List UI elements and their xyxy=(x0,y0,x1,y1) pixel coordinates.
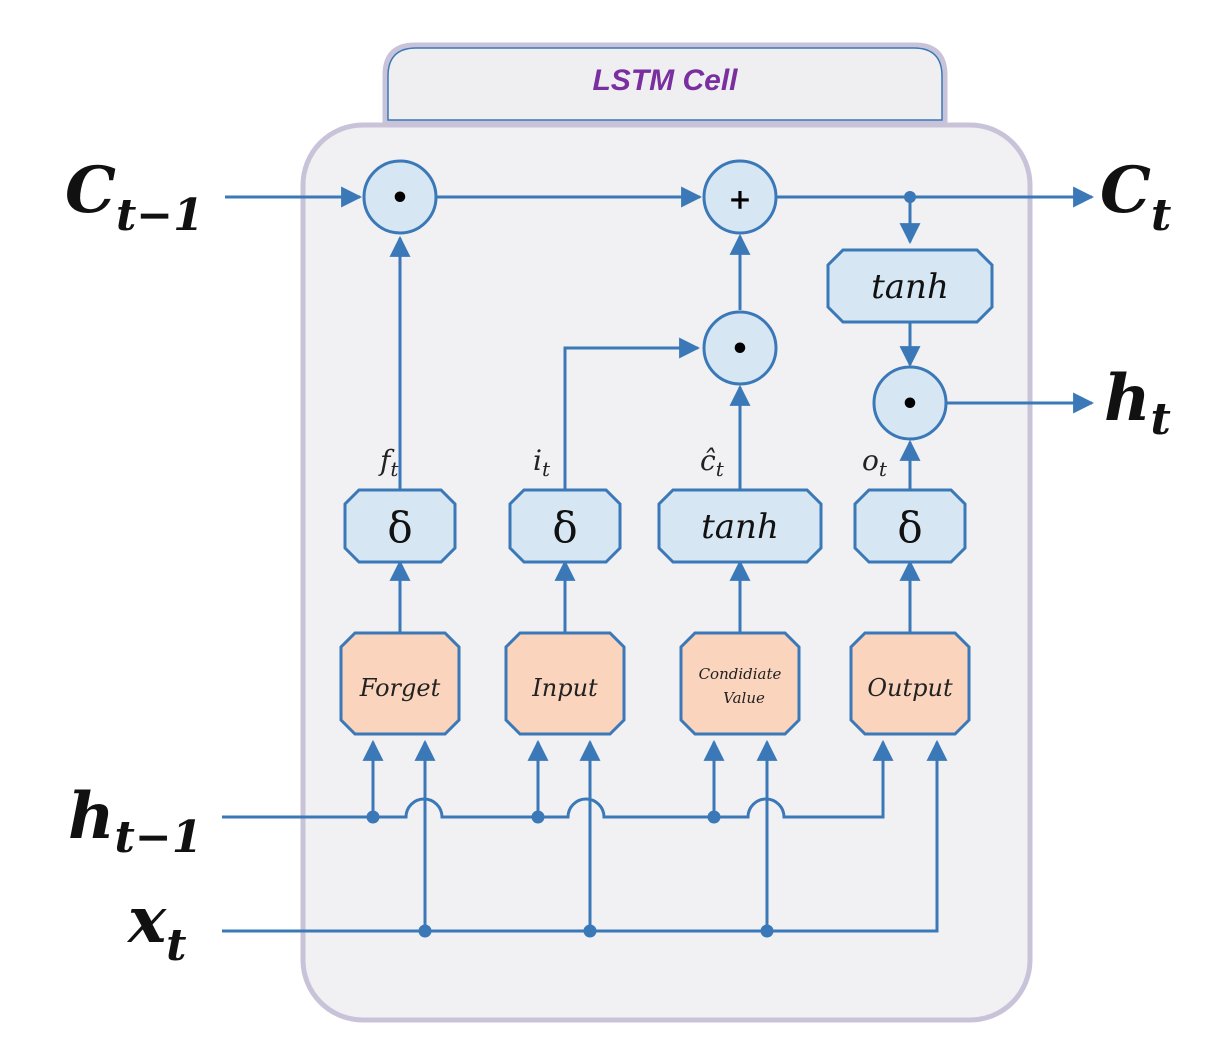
c-out-label: Ct xyxy=(1100,153,1171,241)
output-signal-label: ot xyxy=(862,444,888,481)
svg-text:Input: Input xyxy=(531,674,598,702)
svg-text:δ: δ xyxy=(387,503,412,552)
svg-text:δ: δ xyxy=(897,503,922,552)
forget-sigmoid-box: δ xyxy=(343,488,457,564)
candidate-tanh-box: tanh xyxy=(657,488,823,564)
forget-gate-box: Forget xyxy=(339,631,461,736)
svg-text:•: • xyxy=(900,387,919,422)
output-gate-box: Output xyxy=(849,631,971,736)
title-tab: LSTM Cell xyxy=(382,42,948,123)
input-signal-label: it xyxy=(533,444,551,481)
svg-text:Output: Output xyxy=(867,674,953,702)
svg-text:Forget: Forget xyxy=(359,674,441,702)
input-gate-box: Input xyxy=(504,631,626,736)
svg-text:tanh: tanh xyxy=(701,507,779,547)
output-multiply-node: • xyxy=(872,365,948,441)
cell-body xyxy=(300,122,1033,1023)
add-node: + xyxy=(702,159,778,235)
c-prev-label: Ct−1 xyxy=(65,153,204,241)
h-out-label: ht xyxy=(1104,361,1171,445)
svg-text:δ: δ xyxy=(552,503,577,552)
svg-text:Condidiate: Condidiate xyxy=(699,665,782,683)
connections xyxy=(222,186,1095,938)
x-label: xt xyxy=(126,883,186,971)
candidate-gate-box: Condidiate Value xyxy=(679,631,801,736)
svg-text:+: + xyxy=(728,183,751,216)
h-prev-label: ht−1 xyxy=(68,779,202,863)
input-multiply-node: • xyxy=(702,310,778,386)
svg-text:Value: Value xyxy=(723,689,765,707)
svg-text:•: • xyxy=(730,332,749,367)
svg-text:•: • xyxy=(390,181,409,216)
output-sigmoid-box: δ xyxy=(853,488,967,564)
svg-text:tanh: tanh xyxy=(871,267,949,307)
candidate-signal-label: ĉt xyxy=(700,444,725,481)
title-text: LSTM Cell xyxy=(592,64,738,97)
cell-tanh-box: tanh xyxy=(826,248,994,324)
input-sigmoid-box: δ xyxy=(508,488,622,564)
forget-multiply-node: • xyxy=(362,159,438,235)
